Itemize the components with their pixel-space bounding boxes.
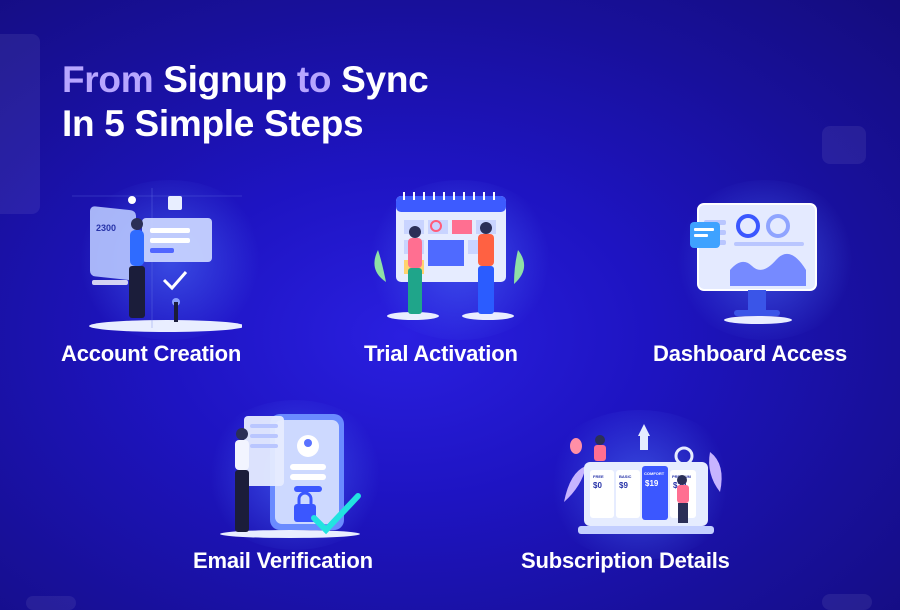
email-verification-illustration	[220, 414, 361, 538]
title-line-2: In 5 Simple Steps	[62, 103, 364, 144]
title-word: Signup	[163, 59, 287, 100]
screen-value: 2300	[96, 223, 116, 233]
step-label: Email Verification	[193, 548, 373, 573]
step-label: Subscription Details	[521, 548, 730, 573]
decor-square	[26, 596, 76, 610]
step-label: Dashboard Access	[653, 341, 848, 366]
title-word: to	[296, 59, 332, 100]
subscription-details-illustration: FREE $0 BASIC $9 COMFORT $19 PREMIUM $29	[564, 424, 722, 534]
page-title: From Signup to Sync In 5 Simple Steps	[62, 58, 429, 146]
plan-name: BASIC	[619, 474, 632, 479]
decor-square	[0, 34, 40, 214]
plan-price: $0	[593, 481, 602, 490]
plan-price: $9	[619, 481, 628, 490]
plan-name: COMFORT	[644, 471, 665, 476]
plan-price: $19	[645, 479, 659, 488]
dashboard-access-illustration	[690, 203, 817, 324]
decor-square	[822, 594, 872, 610]
trial-activation-illustration	[374, 192, 525, 320]
step-label: Account Creation	[61, 341, 242, 366]
step-label: Trial Activation	[364, 341, 518, 366]
decor-square	[822, 126, 866, 164]
title-word: From	[62, 59, 154, 100]
plan-name: FREE	[593, 474, 604, 479]
account-creation-illustration: 2300	[72, 188, 242, 332]
title-word: Sync	[341, 59, 429, 100]
